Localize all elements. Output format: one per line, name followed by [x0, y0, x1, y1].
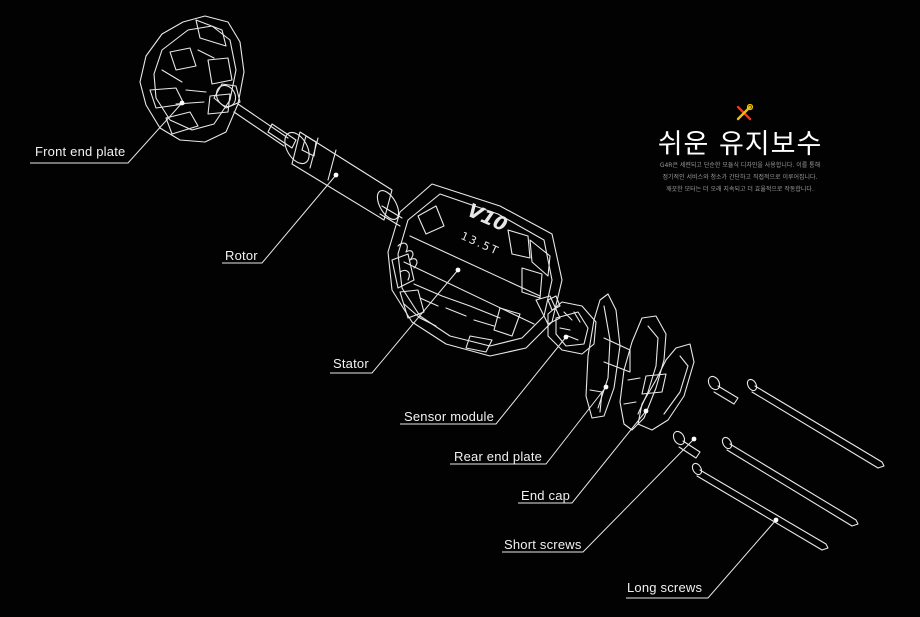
leader-rotor [222, 174, 337, 264]
label-rotor: Rotor [225, 248, 258, 263]
label-short-screws: Short screws [504, 537, 582, 552]
rear-end-plate-part [585, 293, 631, 419]
motor-model-marking: 13.5T [459, 229, 502, 258]
front-end-plate-part [139, 15, 245, 143]
leader-dot [179, 100, 185, 106]
leader-dot [455, 267, 461, 273]
label-rear-end-plate: Rear end plate [454, 449, 543, 464]
label-end-cap: End cap [521, 488, 571, 503]
description-line-3: 깨끗한 모터는 더 오래 지속되고 더 효율적으로 작동합니다. [666, 186, 814, 193]
label-sensor-module: Sensor module [404, 409, 495, 424]
leader-dot [691, 436, 697, 442]
long-screws-part [691, 378, 885, 551]
description-line-2: 정기적인 서비스와 청소가 간단하고 직접적으로 이루어집니다. [662, 174, 818, 181]
label-long-screws: Long screws [627, 580, 703, 595]
end-cap-part [619, 315, 695, 431]
leader-long-screws [626, 519, 777, 599]
description-line-1: G4R은 세련되고 단순한 모듈식 디자인을 사용합니다. 이를 통해 [659, 162, 821, 169]
leader-short-screws [502, 438, 695, 553]
motor-brand-marking: V10 [464, 199, 511, 236]
section-heading: 쉬운 유지보수 [657, 129, 823, 160]
leader-dot [333, 172, 339, 178]
rotor-shaft [233, 103, 403, 227]
stator-part [387, 183, 563, 357]
rotor-part [284, 131, 400, 221]
leader-dot [643, 408, 649, 414]
sensor-module-part [535, 295, 597, 355]
leader-dot [603, 384, 609, 390]
leader-stator [330, 269, 459, 374]
leader-dot [773, 517, 779, 523]
leader-rear-end-plate [450, 386, 607, 465]
short-screws-part [672, 375, 739, 459]
leader-dot [563, 334, 569, 340]
label-stator: Stator [333, 356, 369, 371]
label-front-end-plate: Front end plate [35, 144, 126, 159]
leader-end-cap [518, 410, 647, 504]
wrench-screwdriver-icon [736, 103, 754, 121]
leader-sensor-module [400, 336, 567, 425]
leader-front-end-plate [30, 102, 183, 164]
